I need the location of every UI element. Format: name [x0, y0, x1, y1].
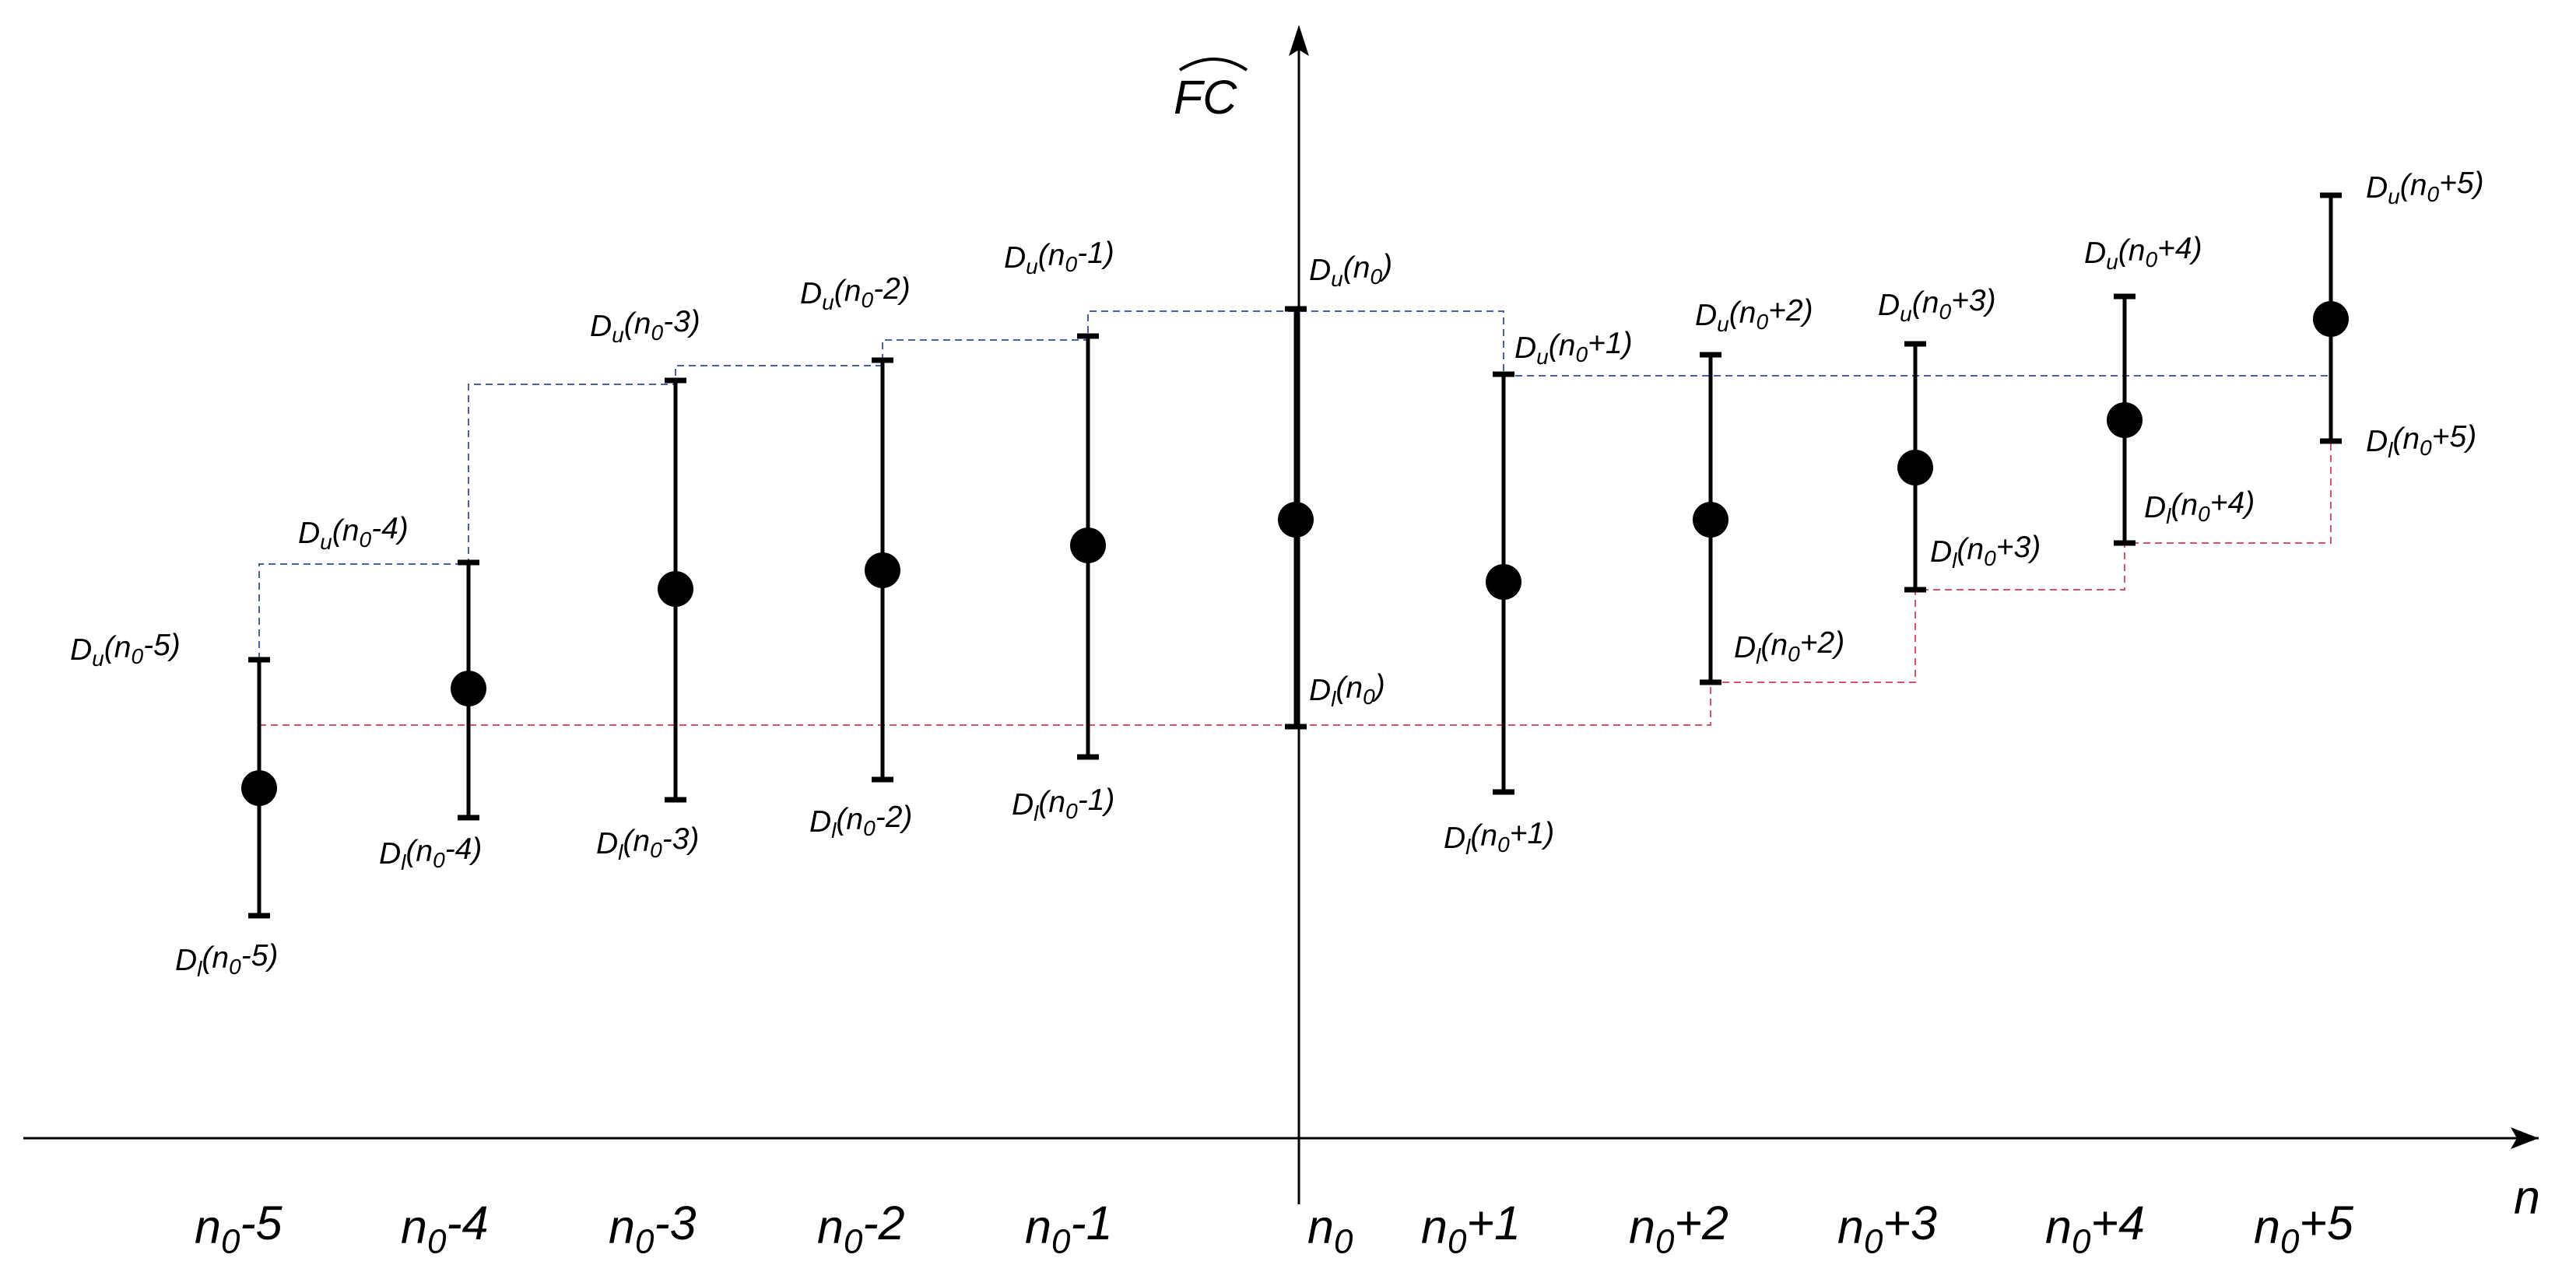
upper-bound-label: Du​(n0​-3)	[590, 305, 700, 347]
upper-bound-label: Du​(n0​-4)	[298, 512, 409, 554]
x-tick-label: n0​-4	[401, 1197, 489, 1260]
x-tick-labels: n0​-5 n0​-4 n0​-3 n0​-2 n0​-1 n0​ n0​+1 n0​+2 n0…	[195, 1197, 2354, 1260]
estimate-point	[2313, 301, 2349, 337]
error-bar	[1070, 333, 1106, 760]
error-bar	[865, 357, 900, 783]
lower-bound-label: Dl​(n0​)	[1309, 669, 1385, 711]
lower-bound-label: Dl​(n0​+2)	[1734, 626, 1844, 668]
upper-bound-guide	[258, 195, 2332, 660]
estimate-point	[2107, 402, 2143, 438]
error-bar	[1693, 352, 1728, 685]
y-axis-label: FC	[1174, 58, 1248, 124]
upper-bound-label: Du​(n0​)	[1309, 249, 1392, 291]
x-tick-label: n0​+5	[2254, 1197, 2354, 1260]
estimate-point	[1278, 502, 1314, 538]
upper-bound-label: Du​(n0​+2)	[1695, 294, 1813, 336]
lower-bound-label: Dl​(n0​+5)	[2366, 420, 2476, 462]
lower-bound-label: Dl​(n0​-2)	[809, 801, 912, 843]
lower-bound-label: Dl​(n0​-4)	[379, 832, 482, 874]
bound-labels: Du​(n0​-5) Dl​(n0​-5) Du​(n0​-4) Dl​(n0​-4)…	[70, 166, 2484, 981]
estimate-point	[241, 770, 277, 806]
x-axis-label: n	[2514, 1171, 2540, 1224]
error-bar	[2313, 192, 2349, 444]
error-bars	[241, 192, 2349, 919]
error-bar	[1278, 306, 1314, 730]
upper-bound-label: Du​(n0​-5)	[70, 629, 181, 671]
lower-bound-label: Dl​(n0​-3)	[596, 822, 699, 864]
x-tick-label: n0​	[1307, 1200, 1353, 1260]
estimate-point	[1486, 564, 1521, 600]
y-axis-arrowhead	[1289, 25, 1309, 56]
x-axis-arrowhead	[2511, 1127, 2539, 1149]
error-bar	[2107, 293, 2143, 546]
upper-bound-label: Du​(n0​+5)	[2366, 166, 2484, 208]
estimate-point	[658, 571, 693, 607]
x-tick-label: n0​+3	[1837, 1197, 1937, 1260]
upper-bound-label: Du​(n0​-2)	[800, 272, 911, 314]
lower-bound-label: Dl​(n0​+3)	[1930, 531, 2041, 573]
upper-bound-label: Du​(n0​+3)	[1878, 284, 1996, 326]
estimate-point	[1897, 450, 1933, 485]
error-bar	[658, 377, 693, 803]
lower-bound-label: Dl​(n0​-5)	[175, 939, 278, 981]
x-tick-label: n0​-3	[609, 1197, 697, 1260]
upper-bound-label: Du​(n0​+1)	[1514, 327, 1633, 369]
x-tick-label: n0​-1	[1025, 1197, 1113, 1260]
lower-bound-label: Dl​(n0​+4)	[2144, 486, 2255, 528]
x-tick-label: n0​-5	[195, 1197, 283, 1260]
error-bar	[241, 657, 277, 919]
estimate-point	[451, 671, 486, 706]
error-bar	[451, 559, 486, 821]
hat-accent	[1178, 58, 1248, 72]
error-bar	[1897, 341, 1933, 593]
estimate-point	[865, 552, 900, 588]
lower-bound-label: Dl​(n0​+1)	[1444, 817, 1554, 859]
x-tick-label: n0​-2	[817, 1197, 905, 1260]
y-axis-label-text: FC	[1174, 71, 1237, 124]
x-tick-label: n0​+1	[1421, 1197, 1521, 1260]
upper-bound-label: Du​(n0​+4)	[2084, 232, 2202, 274]
lower-bound-label: Dl​(n0​-1)	[1012, 783, 1114, 825]
upper-bound-label: Du​(n0​-1)	[1004, 237, 1114, 279]
error-bar	[1486, 371, 1521, 795]
estimate-point	[1070, 527, 1106, 563]
x-tick-label: n0​+4	[2045, 1197, 2145, 1260]
estimate-point	[1693, 502, 1728, 538]
x-tick-label: n0​+2	[1629, 1197, 1728, 1260]
